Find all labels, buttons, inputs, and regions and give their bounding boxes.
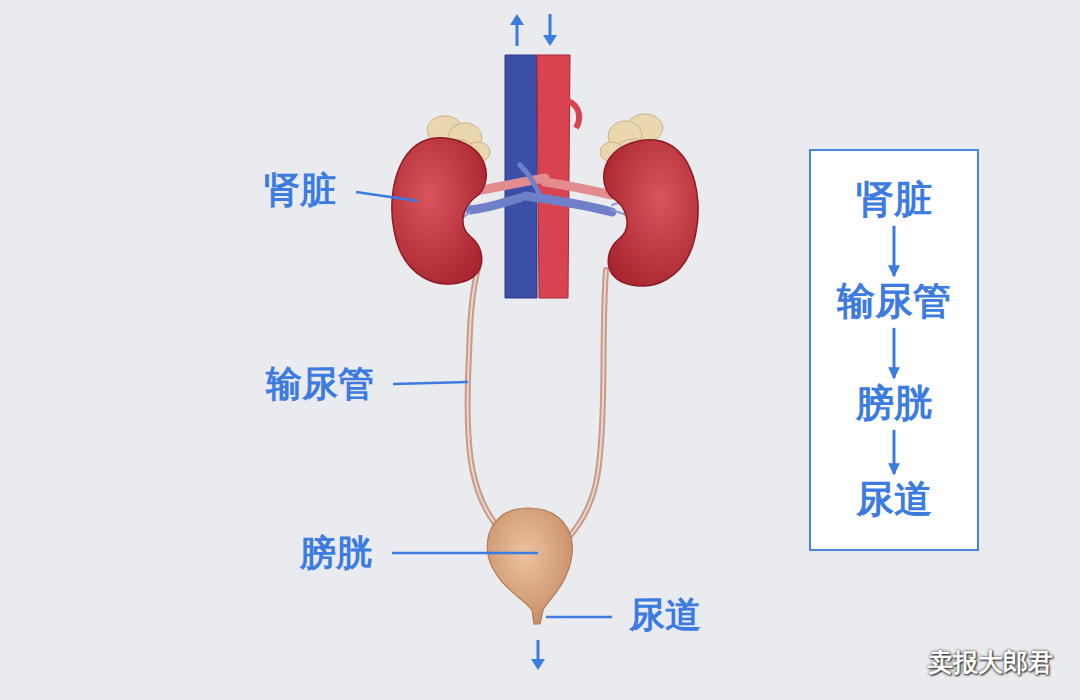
callout-label: 尿道 xyxy=(629,594,701,635)
flow-step: 尿道 xyxy=(856,478,932,522)
bladder xyxy=(487,508,572,624)
flow-step: 膀胱 xyxy=(856,382,932,426)
flow-frame xyxy=(810,150,978,550)
callout-label: 膀胱 xyxy=(300,532,372,573)
callout-label: 输尿管 xyxy=(266,363,374,404)
ureter-highlight xyxy=(468,268,606,538)
flow-arrow xyxy=(893,226,896,276)
kidney xyxy=(392,138,486,284)
flow-step: 输尿管 xyxy=(837,280,951,324)
artery-branch xyxy=(566,100,579,128)
step-text: 尿道 xyxy=(856,478,932,522)
callout-label: 输尿管 xyxy=(266,363,374,404)
kidney xyxy=(604,140,698,286)
callout-label: 肾脏 xyxy=(264,169,336,210)
ureter xyxy=(468,268,606,538)
watermark: 卖报大郎君 xyxy=(928,649,1053,678)
callout-label: 膀胱 xyxy=(300,532,372,573)
step-text: 输尿管 xyxy=(837,280,951,324)
flow-step: 肾脏 xyxy=(856,178,932,222)
callout-label: 尿道 xyxy=(629,594,701,635)
step-text: 肾脏 xyxy=(856,178,932,222)
callout-label: 肾脏 xyxy=(264,169,336,210)
flow-arrow xyxy=(893,430,896,474)
step-text: 膀胱 xyxy=(856,382,932,426)
leader-line xyxy=(356,192,612,617)
flow-arrow xyxy=(893,328,896,378)
watermark: 卖报大郎君 xyxy=(928,649,1053,678)
